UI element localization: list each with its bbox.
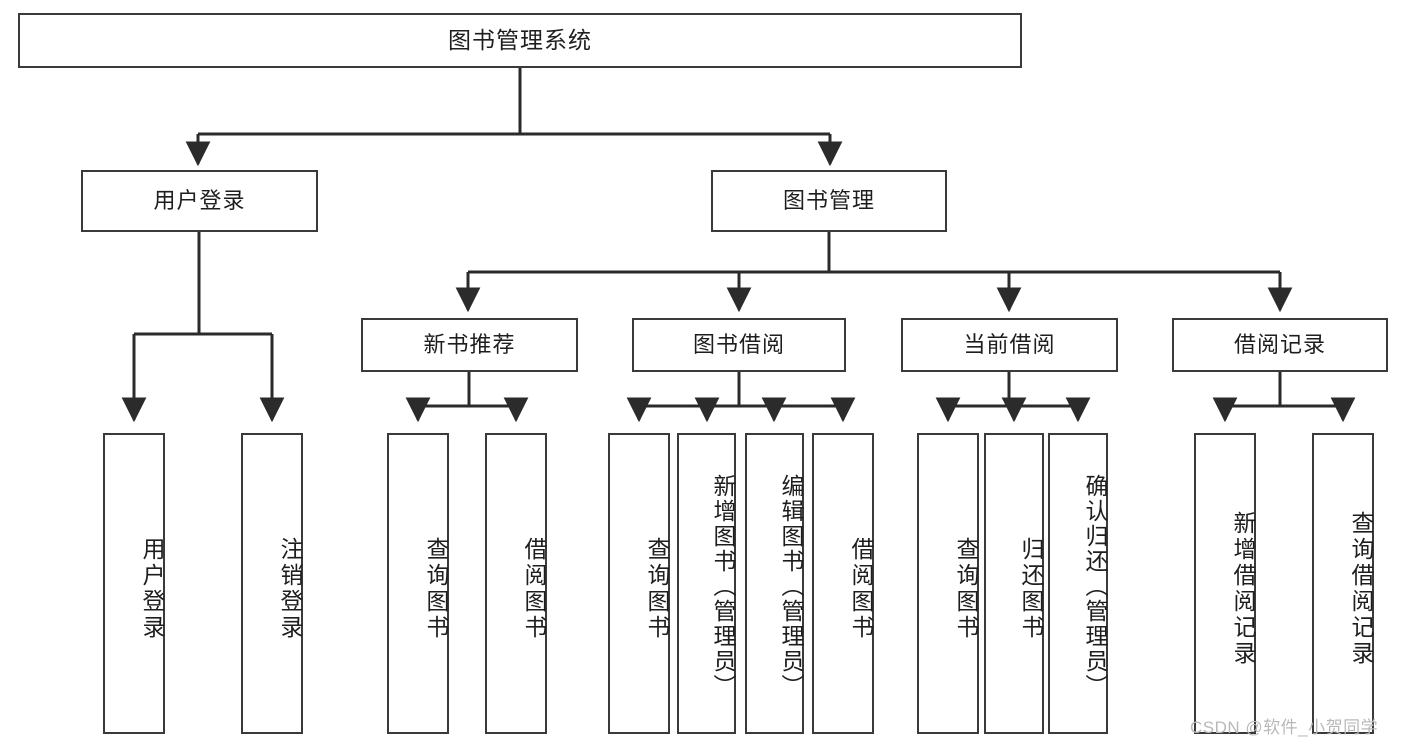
leaf-logout-login[interactable]: 注销登录	[241, 433, 303, 734]
node-label: 查询图书	[953, 536, 979, 641]
node-root-book-management-system[interactable]: 图书管理系统	[18, 13, 1022, 68]
node-label: 查询借阅记录	[1348, 510, 1374, 667]
node-label: 确认归还（管理员）	[1082, 474, 1108, 699]
leaf-add-borrow-record[interactable]: 新增借阅记录	[1194, 433, 1256, 734]
node-label: 注销登录	[277, 536, 303, 641]
node-label: 用户登录	[139, 536, 165, 641]
node-label: 归还图书	[1018, 536, 1044, 641]
node-label: 借阅记录	[1233, 331, 1326, 357]
node-label: 编辑图书（管理员）	[778, 474, 804, 699]
leaf-borrow-book-borrow[interactable]: 借阅图书	[812, 433, 874, 734]
node-label: 借阅图书	[848, 536, 874, 641]
leaf-user-login[interactable]: 用户登录	[103, 433, 165, 734]
node-label: 图书借阅	[692, 331, 785, 357]
node-book-management[interactable]: 图书管理	[711, 170, 947, 232]
leaf-query-book-current[interactable]: 查询图书	[917, 433, 979, 734]
node-new-book-recommend[interactable]: 新书推荐	[361, 318, 578, 372]
node-label: 新增借阅记录	[1230, 510, 1256, 667]
leaf-confirm-return-admin[interactable]: 确认归还（管理员）	[1048, 433, 1108, 734]
watermark-text: CSDN @软件_小贺同学	[1190, 718, 1379, 737]
leaf-add-book-admin[interactable]: 新增图书（管理员）	[677, 433, 736, 734]
node-label: 新增图书（管理员）	[710, 474, 736, 699]
leaf-query-book-borrow[interactable]: 查询图书	[608, 433, 670, 734]
node-label: 新书推荐	[423, 331, 516, 357]
node-book-borrow[interactable]: 图书借阅	[632, 318, 846, 372]
node-current-borrow[interactable]: 当前借阅	[901, 318, 1118, 372]
node-label: 查询图书	[644, 536, 670, 641]
leaf-borrow-book-recommend[interactable]: 借阅图书	[485, 433, 547, 734]
leaf-edit-book-admin[interactable]: 编辑图书（管理员）	[745, 433, 804, 734]
node-borrow-record[interactable]: 借阅记录	[1172, 318, 1388, 372]
node-label: 查询图书	[423, 536, 449, 641]
node-label: 用户登录	[153, 187, 246, 213]
leaf-query-borrow-record[interactable]: 查询借阅记录	[1312, 433, 1374, 734]
node-label: 当前借阅	[963, 331, 1056, 357]
node-user-login[interactable]: 用户登录	[81, 170, 318, 232]
leaf-return-book[interactable]: 归还图书	[984, 433, 1044, 734]
node-label: 图书管理系统	[448, 26, 592, 53]
node-label: 借阅图书	[521, 536, 547, 641]
leaf-query-book-recommend[interactable]: 查询图书	[387, 433, 449, 734]
node-label: 图书管理	[782, 187, 875, 213]
